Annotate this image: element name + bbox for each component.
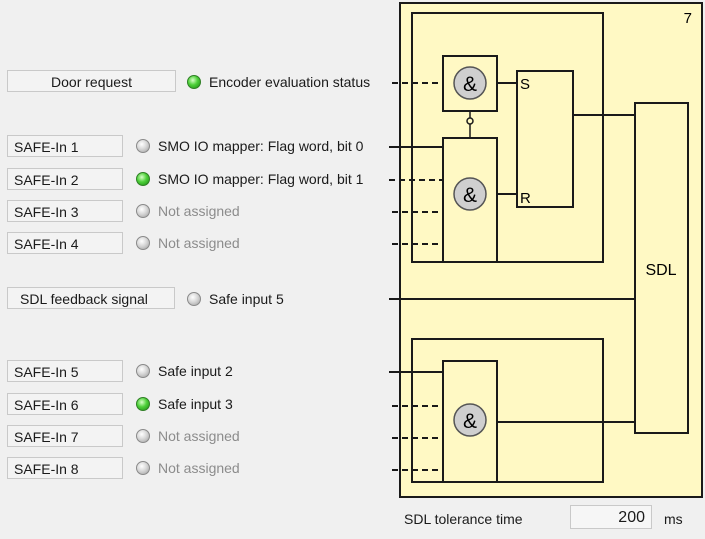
and-gate-1-label: & [463,73,477,96]
tolerance-unit: ms [664,511,683,527]
diagram-panel [399,2,703,498]
door-status-label: Encoder evaluation status [209,74,371,90]
safe-in-6-led [136,397,150,411]
and-gate-3-symbol [453,403,487,437]
safe-in-8-led [136,461,150,475]
sdl-feedback-led [187,292,201,306]
safe-in-2-label: SMO IO mapper: Flag word, bit 1 [158,171,364,187]
safe-in-7-label: Not assigned [158,428,240,444]
safe-in-3-led [136,204,150,218]
safe-in-5-field[interactable]: SAFE-In 5 [7,360,123,382]
safe-in-2-led [136,172,150,186]
safe-in-1-label: SMO IO mapper: Flag word, bit 0 [158,138,364,154]
upper-group-box [411,12,604,263]
tolerance-label: SDL tolerance time [404,511,523,527]
safe-in-6-label: Safe input 3 [158,396,233,412]
inverter-bubble [466,117,474,125]
safe-in-7-field[interactable]: SAFE-In 7 [7,425,123,447]
lower-group-box [411,338,604,483]
sdl-feedback-label: Safe input 5 [209,291,284,307]
safe-in-7-led [136,429,150,443]
and-gate-2-symbol [453,177,487,211]
safe-in-1-led [136,139,150,153]
safe-in-5-label: Safe input 2 [158,363,233,379]
sdl-label: SDL [645,262,676,279]
and-gate-1-symbol [453,66,487,100]
safe-in-5-led [136,364,150,378]
safe-in-8-label: Not assigned [158,460,240,476]
safe-in-6-field[interactable]: SAFE-In 6 [7,393,123,415]
and-gate-2-label: & [463,184,477,207]
safe-in-3-field[interactable]: SAFE-In 3 [7,200,123,222]
safe-in-8-field[interactable]: SAFE-In 8 [7,457,123,479]
sdl-block [634,102,689,434]
safe-in-4-led [136,236,150,250]
safe-in-3-label: Not assigned [158,203,240,219]
door-request-field[interactable]: Door request [7,70,176,92]
safe-in-4-label: Not assigned [158,235,240,251]
and-gate-3-label: & [463,410,477,433]
tolerance-input[interactable]: 200 [570,505,652,529]
safe-in-1-field[interactable]: SAFE-In 1 [7,135,123,157]
panel-number: 7 [684,10,692,27]
door-status-led [187,75,201,89]
safe-in-2-field[interactable]: SAFE-In 2 [7,168,123,190]
reset-label: R [520,190,531,207]
safe-in-4-field[interactable]: SAFE-In 4 [7,232,123,254]
sdl-feedback-field[interactable]: SDL feedback signal [7,287,175,309]
set-label: S [520,76,530,93]
sr-flipflop [516,70,574,208]
